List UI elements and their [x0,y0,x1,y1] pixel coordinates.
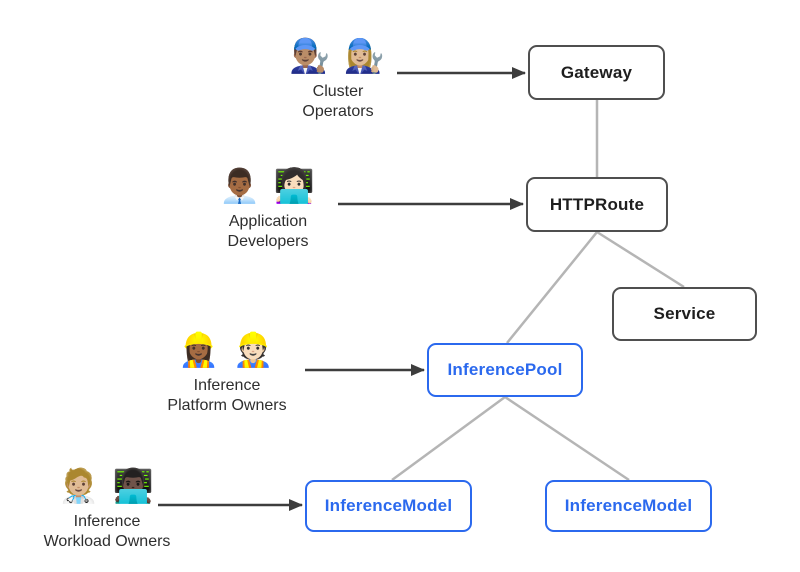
node-service-label: Service [653,304,716,323]
application-developers-emoji: 👨🏾‍💼 👩🏻‍💻 [219,167,317,204]
node-inferencemodel-right-label: InferenceModel [564,496,693,515]
persona-inference-platform-owners: 👷🏾‍♀️ 👷🏻 Inference Platform Owners [147,328,307,415]
node-gateway: Gateway [528,45,665,100]
persona-cluster-operators: 👨🏽‍🔧 👩🏼‍🔧 Cluster Operators [258,34,418,121]
node-inferencepool: InferencePool [427,343,583,397]
edge-inferencepool-model-left [391,395,506,482]
node-inferencemodel-left: InferenceModel [305,480,472,532]
edge-httproute-inferencepool [506,231,598,344]
node-httproute: HTTPRoute [526,177,668,232]
cluster-operators-emoji: 👨🏽‍🔧 👩🏼‍🔧 [289,37,387,74]
edge-inferencepool-model-right [504,395,630,482]
inference-workload-owners-label: Inference Workload Owners [43,513,171,550]
node-httproute-label: HTTPRoute [549,194,645,214]
node-inferencemodel-left-label: InferenceModel [324,496,453,515]
application-developers-label: Application Developers [227,213,309,250]
cluster-operators-label: Cluster Operators [302,83,374,120]
node-inferencemodel-right: InferenceModel [545,480,712,532]
inference-platform-owners-label: Inference Platform Owners [167,377,287,414]
node-service: Service [612,287,757,341]
edge-httproute-service [596,230,685,289]
node-inferencepool-label: InferencePool [447,360,563,379]
inference-workload-owners-emoji: 🧑🏼‍⚕️ 👨🏿‍💻 [58,467,156,504]
persona-inference-workload-owners: 🧑🏼‍⚕️ 👨🏿‍💻 Inference Workload Owners [27,464,187,551]
persona-application-developers: 👨🏾‍💼 👩🏻‍💻 Application Developers [188,164,348,251]
inference-platform-owners-emoji: 👷🏾‍♀️ 👷🏻 [178,331,276,368]
node-gateway-label: Gateway [560,62,633,82]
